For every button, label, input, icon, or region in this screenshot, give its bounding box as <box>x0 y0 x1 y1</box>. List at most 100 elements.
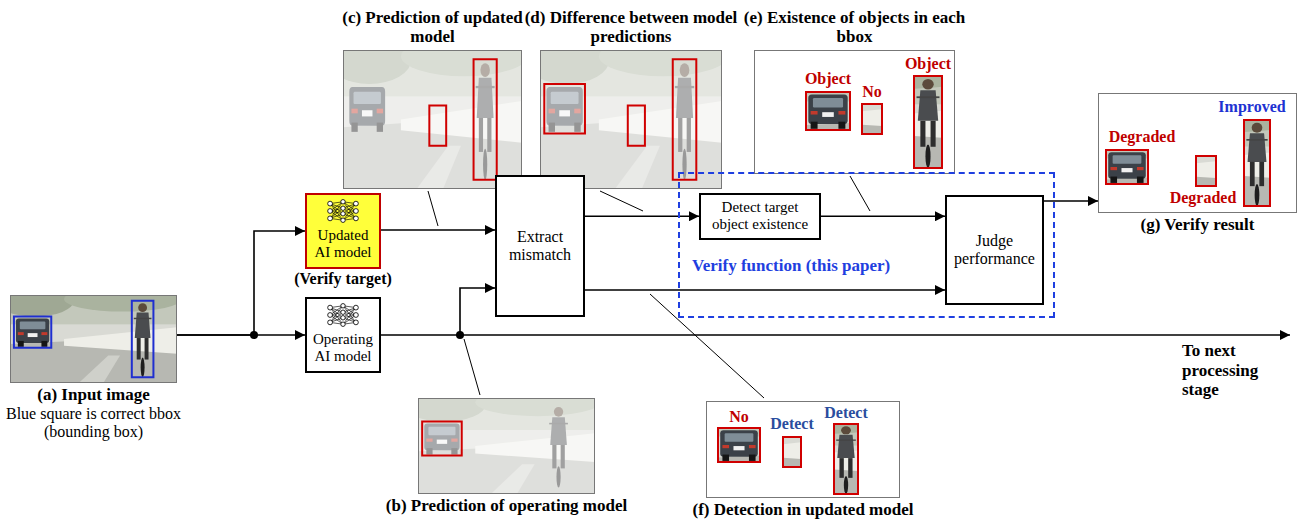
bbox-crop <box>1080 102 1303 212</box>
detect-label: Detect <box>770 415 814 433</box>
leader-line <box>650 294 764 398</box>
no-object-label: No <box>862 83 882 101</box>
neural-net-icon <box>328 320 333 325</box>
neural-net-icon <box>328 305 333 310</box>
input-photo <box>0 285 182 383</box>
neural-net-icon <box>341 304 345 308</box>
object-label: Object <box>805 70 851 88</box>
image-panel: (c) Prediction of updated model <box>343 50 522 189</box>
panel-caption: (d) Difference between model predictions <box>516 8 746 47</box>
bbox-crop <box>784 54 1004 173</box>
difference-photo <box>524 35 727 189</box>
neural-net-icon <box>341 206 345 210</box>
neural-net-icon <box>354 320 359 325</box>
no-detection-label: No <box>729 408 749 426</box>
updated-model-prediction-photo <box>327 35 527 189</box>
region-title: Verify function (this paper) <box>692 256 890 276</box>
model-caption: (Verify target) <box>278 270 408 288</box>
bbox-crop <box>718 428 760 462</box>
panel-caption: (e) Existence of objects in each bbox <box>735 8 975 47</box>
neural-net-icon <box>354 216 359 221</box>
updated-model-prediction-photo <box>327 35 527 189</box>
neural-net-icon <box>341 200 345 204</box>
panel-caption: (c) Prediction of updated model <box>338 8 528 47</box>
flow-arrow <box>177 231 305 335</box>
flow-arrow <box>1044 200 1098 202</box>
input-photo <box>132 301 154 377</box>
bbox-crop <box>682 410 889 500</box>
input-photo <box>0 285 182 383</box>
updated-model-prediction-photo <box>429 106 446 146</box>
neural-net-icon <box>341 310 345 314</box>
updated-model-prediction-photo <box>327 35 527 189</box>
neural-net-icon <box>354 209 359 214</box>
bbox-crop <box>1075 103 1303 218</box>
bbox-crop <box>737 57 979 175</box>
neural-net-icon <box>330 202 356 220</box>
bbox-crop <box>1244 120 1270 206</box>
image-panel: (d) Difference between model predictions <box>540 50 722 189</box>
neural-net-icon <box>341 212 345 216</box>
bbox-crop <box>1106 150 1148 184</box>
panel-caption: (g) Verify result <box>1098 215 1297 235</box>
bbox-crop <box>784 54 1004 173</box>
output-destination: To next processing stage <box>1182 341 1290 400</box>
flow-arrow <box>585 289 945 291</box>
neural-net-icon <box>328 209 333 214</box>
neural-net-icon <box>328 200 359 223</box>
bbox-crop <box>697 394 907 500</box>
model-role: (Verify target) <box>278 270 408 288</box>
updated-model-prediction-photo <box>474 59 497 179</box>
bbox-crop <box>914 76 942 168</box>
neural-net-icon <box>323 199 363 223</box>
improved-label: Improved <box>1218 98 1285 116</box>
neural-net-icon <box>328 304 359 327</box>
image-panel: (b) Prediction of operating model <box>418 398 595 494</box>
function-region: Verify function (this paper) Detect targe… <box>678 172 1055 318</box>
panel-caption-title: (g) Verify result <box>1098 215 1297 235</box>
process-box: Detect target object existence <box>699 193 821 240</box>
panel-caption: (b) Prediction of operating model <box>347 496 667 516</box>
panel-caption: (f) Detection in updated model <box>643 500 963 520</box>
bbox-crop <box>862 104 882 134</box>
bbox-crop <box>682 410 889 500</box>
leader-line <box>464 339 480 395</box>
difference-photo <box>673 59 697 179</box>
operating-model-prediction-photo <box>422 421 462 455</box>
neural-net-icon <box>354 313 359 318</box>
detect-label: Detect <box>824 404 868 422</box>
difference-photo <box>524 35 727 189</box>
neural-net-icon <box>328 313 333 318</box>
model-name: Operating AI model <box>313 331 373 366</box>
flow-arrow <box>381 229 495 231</box>
difference-photo <box>540 50 722 189</box>
bbox-crop <box>1075 103 1303 218</box>
object-label: Object <box>905 55 951 73</box>
neural-net-icon <box>328 216 333 221</box>
neural-net-icon <box>330 306 356 324</box>
bbox-crop <box>737 57 979 175</box>
process-label: Detect target object existence <box>707 199 813 234</box>
operating-model-prediction-photo <box>402 387 600 494</box>
panel-caption-title: (d) Difference between model predictions <box>516 8 746 47</box>
output-line <box>460 334 1290 336</box>
panel-caption-note: Blue square is correct bbox (bounding bo… <box>6 405 182 442</box>
bbox-crop <box>674 51 1303 500</box>
bbox-crop <box>1080 102 1303 212</box>
leader-line <box>600 191 643 211</box>
operating-model-prediction-photo <box>402 387 600 494</box>
input-photo <box>14 317 51 348</box>
panel-caption-title: (c) Prediction of updated model <box>338 8 528 47</box>
neural-net-icon <box>354 201 359 206</box>
difference-photo <box>524 35 727 189</box>
flow-arrow <box>381 288 495 335</box>
ai-model-box: Updated AI model(Verify target) <box>305 193 381 269</box>
neural-net-icon <box>341 322 345 326</box>
operating-model-prediction-photo <box>402 387 600 494</box>
leader-line <box>428 176 870 398</box>
panel-caption: (a) Input imageBlue square is correct bb… <box>6 385 182 441</box>
flow-arrow <box>821 215 945 217</box>
